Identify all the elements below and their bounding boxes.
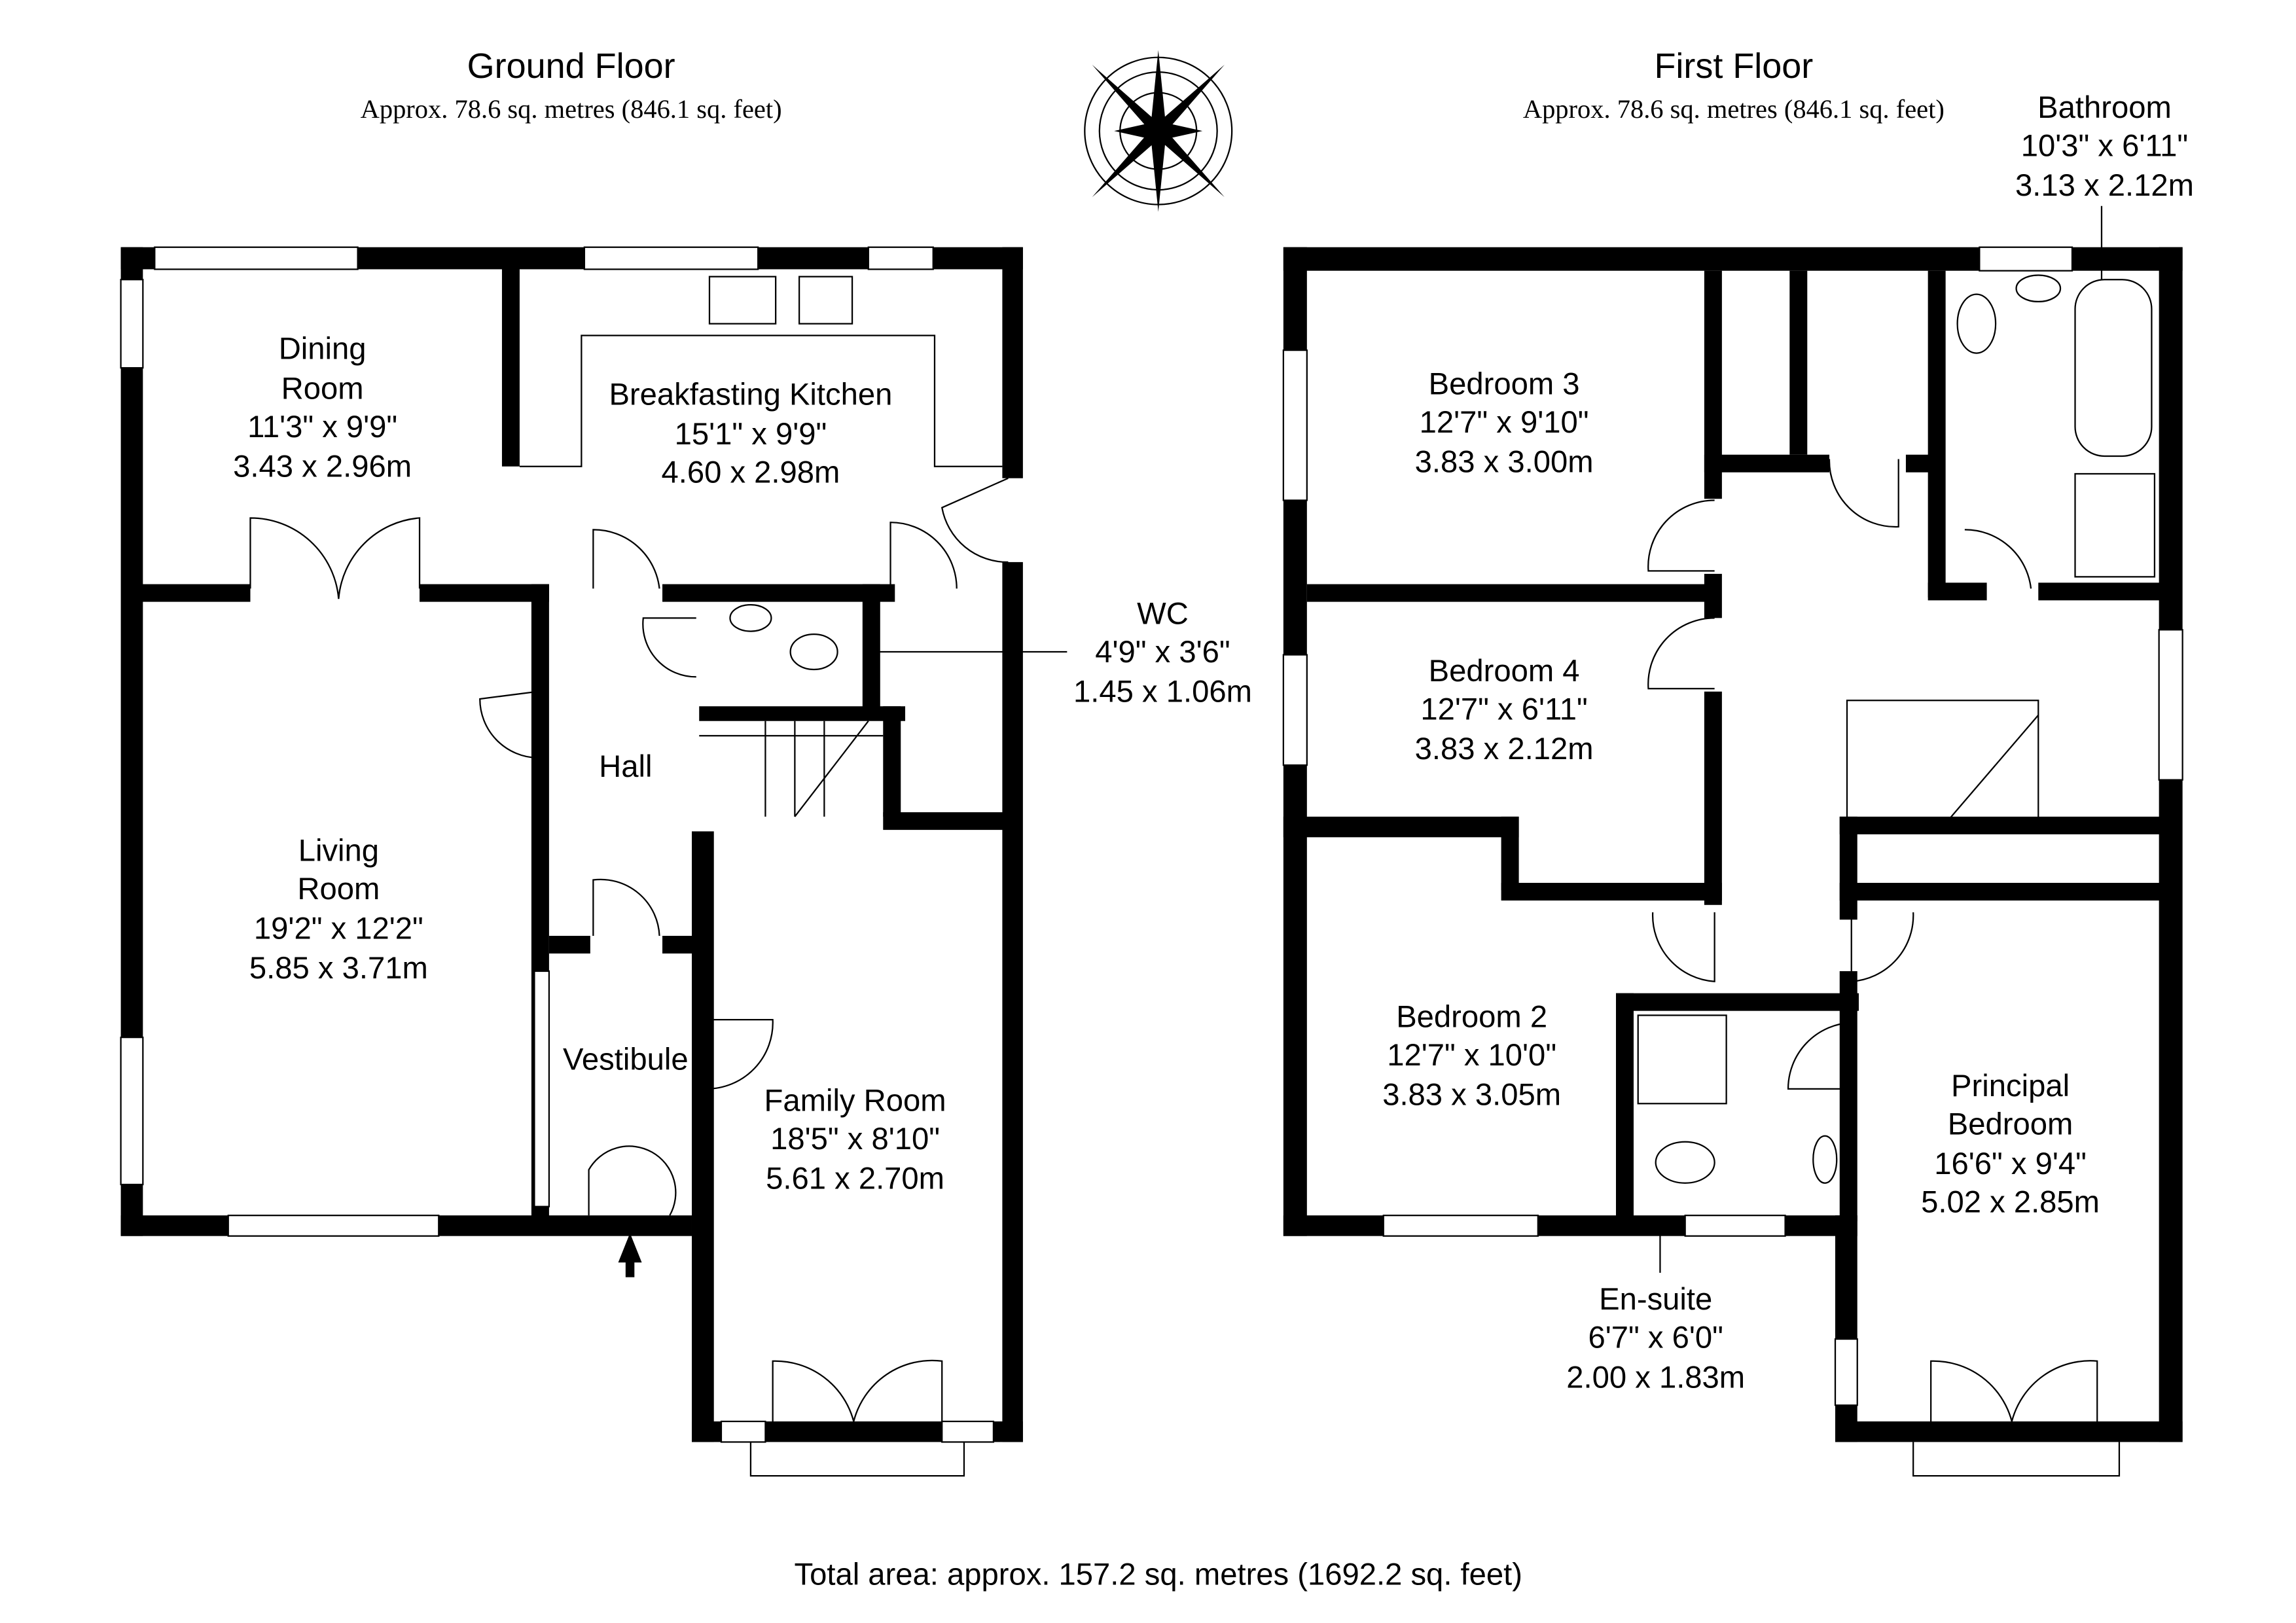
principal-bedroom-imperial: 16'6" x 9'4" [1934, 1147, 2087, 1181]
first-floor-area: Approx. 78.6 sq. metres (846.1 sq. feet) [1523, 94, 1945, 124]
ground-floor-walls [120, 246, 1067, 1477]
bathroom-imperial: 10'3" x 6'11" [2021, 128, 2188, 163]
principal-bedroom-metric: 5.02 x 2.85m [1921, 1185, 2100, 1220]
bedroom-3-metric: 3.83 x 3.00m [1415, 445, 1594, 480]
dining-room-imperial: 11'3" x 9'9" [247, 410, 397, 444]
bedroom-2-label: Bedroom 2 [1396, 999, 1547, 1034]
bedroom-4-label: Bedroom 4 [1429, 654, 1580, 688]
wc-imperial: 4'9" x 3'6" [1095, 635, 1230, 669]
bedroom-3-label: Bedroom 3 [1429, 367, 1580, 402]
bedroom-2-metric: 3.83 x 3.05m [1382, 1078, 1561, 1113]
entrance-arrow-icon [618, 1233, 642, 1277]
bedroom-2-imperial: 12'7" x 10'0" [1387, 1038, 1556, 1073]
family-room-label: Family Room [764, 1084, 946, 1118]
first-floor-title: First Floor [1654, 46, 1813, 86]
living-room-imperial: 19'2" x 12'2" [254, 911, 423, 946]
wc-metric: 1.45 x 1.06m [1073, 674, 1252, 709]
bedroom-4-metric: 3.83 x 2.12m [1415, 732, 1594, 766]
bathroom-metric: 3.13 x 2.12m [2015, 168, 2194, 203]
wc-label: WC [1137, 596, 1189, 631]
living-room-label: Living [298, 833, 379, 868]
ground-floor-area: Approx. 78.6 sq. metres (846.1 sq. feet) [361, 94, 782, 124]
en-suite-label: En-suite [1599, 1282, 1712, 1317]
compass-rose-icon [1084, 50, 1233, 212]
living-room-metric: 5.85 x 3.71m [249, 951, 428, 986]
principal-bedroom-label: Principal [1951, 1069, 2070, 1103]
hall-label: Hall [599, 749, 652, 784]
kitchen-metric: 4.60 x 2.98m [661, 455, 840, 490]
ground-floor-title: Ground Floor [467, 46, 675, 86]
dining-room-metric: 3.43 x 2.96m [233, 449, 412, 484]
bathroom-label: Bathroom [2037, 90, 2172, 125]
total-area: Total area: approx. 157.2 sq. metres (16… [794, 1558, 1522, 1592]
family-room-imperial: 18'5" x 8'10" [770, 1122, 940, 1156]
kitchen-label: Breakfasting Kitchen [609, 377, 892, 412]
dining-room-label: Dining [279, 332, 367, 366]
living-room-label-2: Room [297, 872, 380, 906]
bedroom-3-imperial: 12'7" x 9'10" [1420, 405, 1589, 440]
bedroom-4-imperial: 12'7" x 6'11" [1420, 692, 1587, 726]
kitchen-imperial: 15'1" x 9'9" [675, 417, 827, 452]
en-suite-metric: 2.00 x 1.83m [1566, 1360, 1745, 1395]
en-suite-imperial: 6'7" x 6'0" [1588, 1321, 1723, 1355]
first-floor-walls [1282, 205, 2183, 1477]
principal-bedroom-label-2: Bedroom [1948, 1107, 2073, 1142]
family-room-metric: 5.61 x 2.70m [766, 1162, 944, 1196]
dining-room-label-2: Room [281, 371, 364, 406]
vestibule-label: Vestibule [563, 1043, 689, 1077]
